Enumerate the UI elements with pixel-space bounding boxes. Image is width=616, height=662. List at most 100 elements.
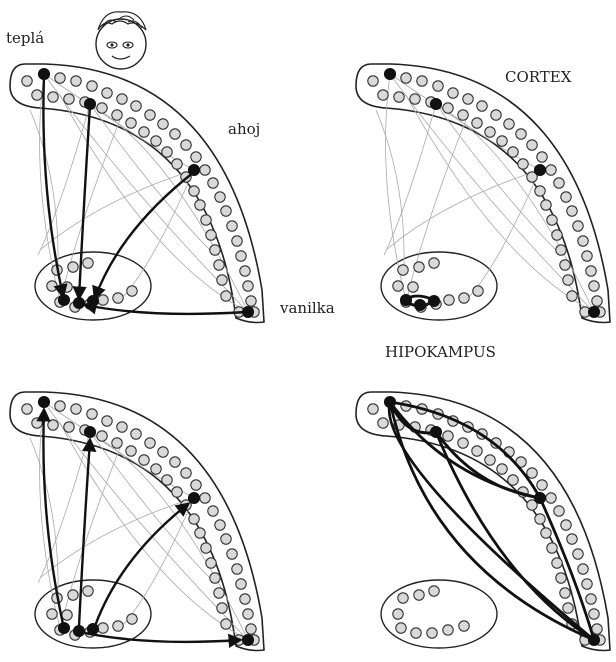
cortex-neuron: [448, 88, 458, 98]
cortex-neuron: [547, 215, 557, 225]
cortex-neuron: [589, 609, 599, 619]
hippocampus-neuron: [473, 286, 483, 296]
cortex-neuron: [401, 73, 411, 83]
active-neuron: [74, 626, 85, 637]
hippocampus-neuron: [443, 625, 453, 635]
cortex-neuron: [117, 94, 127, 104]
hippocampus-neuron: [127, 286, 137, 296]
cortex-neuron: [210, 245, 220, 255]
cortex-neuron: [463, 94, 473, 104]
cortex-neuron: [131, 101, 141, 111]
cortex-neuron: [243, 281, 253, 291]
cortex-neuron: [508, 475, 518, 485]
cortex-neuron: [497, 464, 507, 474]
cortex-neuron: [208, 178, 218, 188]
cortex-neuron: [145, 438, 155, 448]
cortex-neuron: [201, 215, 211, 225]
hippocampus-neuron: [429, 586, 439, 596]
cortex-neuron: [485, 455, 495, 465]
face-icon: [96, 12, 146, 69]
cortex-neuron: [191, 480, 201, 490]
cortex-neuron: [582, 579, 592, 589]
cortex-neuron: [547, 543, 557, 553]
hippocampus-neuron: [62, 282, 72, 292]
cortex-neuron: [567, 291, 577, 301]
cortex-neuron: [71, 404, 81, 414]
cortex-neuron: [126, 446, 136, 456]
cortex-neuron: [97, 431, 107, 441]
active-neuron: [535, 165, 546, 176]
cortex-neuron: [139, 127, 149, 137]
cortex-neuron: [554, 178, 564, 188]
connection-line: [40, 170, 194, 250]
cortex-neuron: [55, 401, 65, 411]
cortex-neuron: [417, 76, 427, 86]
cortex-neuron: [195, 528, 205, 538]
cortex-neuron: [189, 186, 199, 196]
hippocampus-neuron: [398, 593, 408, 603]
cortex-neuron: [582, 251, 592, 261]
cortex-neuron: [394, 92, 404, 102]
cortex-neuron: [102, 416, 112, 426]
cortex-neuron: [589, 281, 599, 291]
cortex-neuron: [162, 147, 172, 157]
hippocampus-neuron: [47, 609, 57, 619]
cortex-neuron: [556, 245, 566, 255]
panel-reactivation: [10, 392, 264, 651]
cortex-neuron: [573, 221, 583, 231]
label-hello: ahoj: [228, 120, 260, 138]
arrow-path: [43, 410, 63, 624]
active-neuron: [59, 295, 70, 306]
hippocampus-neuron: [47, 281, 57, 291]
cortex-neuron: [472, 118, 482, 128]
cortex-neuron: [368, 76, 378, 86]
connection-line: [60, 448, 120, 630]
hippocampus-neuron: [113, 293, 123, 303]
hippocampus-neuron: [427, 628, 437, 638]
cortex-neuron: [210, 573, 220, 583]
cortex-neuron: [516, 129, 526, 139]
cortex-neuron: [563, 275, 573, 285]
hippocampus-neuron: [98, 623, 108, 633]
cortex-neuron: [32, 90, 42, 100]
hippocampus-neuron: [68, 262, 78, 272]
cortex-neuron: [87, 81, 97, 91]
cortex-neuron: [443, 103, 453, 113]
cortex-neuron: [172, 159, 182, 169]
cortex-neuron: [200, 493, 210, 503]
hippocampus-neuron: [83, 258, 93, 268]
cortex-neuron: [592, 624, 602, 634]
cortex-neuron: [586, 594, 596, 604]
cortex-neuron: [537, 480, 547, 490]
cortex-neuron: [181, 468, 191, 478]
cortex-neuron: [102, 88, 112, 98]
panel-encoding: [10, 64, 264, 323]
connection-line: [376, 110, 404, 270]
cortex-neuron: [206, 558, 216, 568]
consolidated-link: [390, 402, 540, 498]
cortex-neuron: [215, 520, 225, 530]
cortex-neuron: [64, 422, 74, 432]
cortex-neuron: [71, 76, 81, 86]
cortex-neuron: [55, 73, 65, 83]
cortex-neuron: [227, 221, 237, 231]
cortex-neuron: [221, 291, 231, 301]
cortex-neuron: [200, 165, 210, 175]
hippocampus-neuron: [459, 293, 469, 303]
hippocampus-neuron: [68, 590, 78, 600]
cortex-neuron: [214, 588, 224, 598]
label-cortex: CORTEX: [505, 68, 572, 86]
active-neuron: [39, 397, 50, 408]
panel-consolidated: [356, 392, 610, 651]
active-neuron: [243, 635, 254, 646]
cortex-neuron: [458, 110, 468, 120]
cortex-neuron: [592, 296, 602, 306]
cortex-neuron: [246, 296, 256, 306]
cortex-neuron: [578, 236, 588, 246]
cortex-neuron: [504, 119, 514, 129]
hippocampus-neuron: [411, 628, 421, 638]
label-warm: teplá: [6, 29, 44, 47]
arrow-path: [95, 172, 194, 298]
cortex-neuron: [368, 404, 378, 414]
